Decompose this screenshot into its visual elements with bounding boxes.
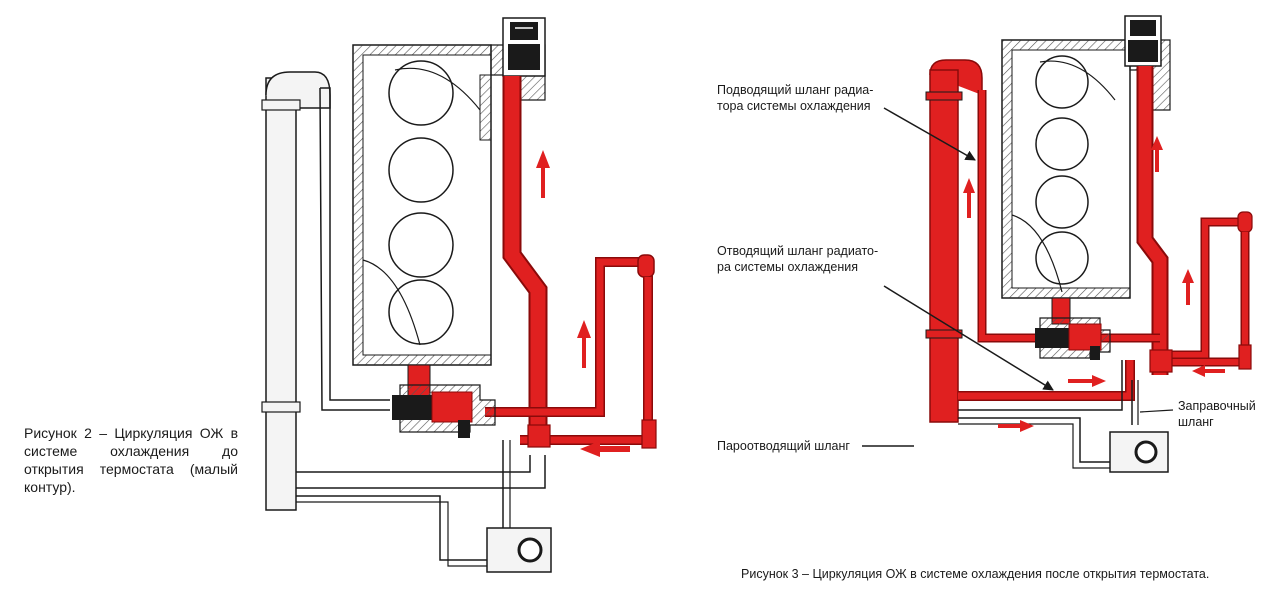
supply-hose-label-line2: тора системы охлаждения [717, 99, 871, 113]
supply-hose-label: Подводящий шланг радиа- тора системы охл… [717, 82, 873, 114]
radiator-left [261, 71, 546, 567]
filler-hose-label-line2: шланг [1178, 415, 1214, 429]
top-sensor-left [502, 17, 546, 77]
return-hose-label: Отводящий шланг радиато- ра системы охла… [717, 243, 878, 275]
vapor-hose-label: Пароотводящий шланг [717, 439, 850, 453]
coolant-hose-left [407, 76, 657, 449]
supply-hose-label-line1: Подводящий шланг радиа- [717, 83, 874, 97]
expansion-tank-left [486, 527, 552, 573]
figure-3-caption: Рисунок 3 – Циркуляция ОЖ в системе охла… [741, 567, 1210, 581]
return-hose-label-line1: Отводящий шланг радиато- [717, 244, 879, 258]
flow-arrows-right [963, 136, 1225, 432]
figure-3-diagram [862, 15, 1253, 473]
thermostat-right [1035, 317, 1111, 360]
filler-hose-label: Заправочный шланг [1178, 398, 1256, 430]
thermostat-left [392, 384, 496, 438]
coolant-hose-right [1051, 66, 1253, 375]
return-hose-label-line2: ра системы охлаждения [717, 260, 859, 274]
figure-2-diagram [261, 17, 657, 573]
engine-block-right [1001, 39, 1171, 299]
radiator-right [925, 59, 1135, 423]
figure-2-caption: Рисунок 2 – Циркуляция ОЖ в системе охла… [24, 425, 238, 495]
filler-hose-label-line1: Заправочный [1178, 399, 1256, 413]
flow-arrows-left [536, 150, 630, 457]
leader-lines [862, 107, 1174, 447]
expansion-tank-right [958, 380, 1169, 473]
top-sensor-right [1124, 15, 1162, 67]
